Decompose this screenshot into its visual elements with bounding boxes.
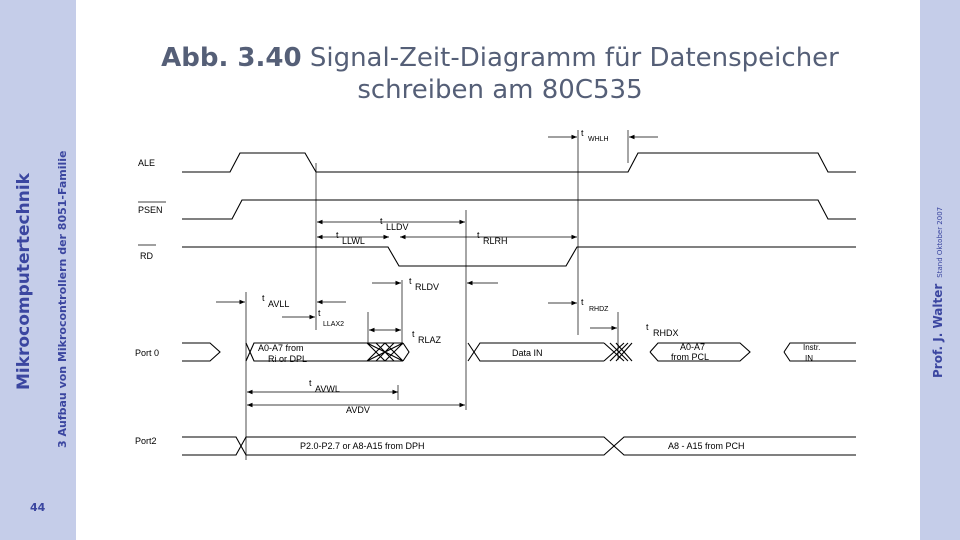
- t-llwl-symbol: t: [336, 230, 339, 240]
- port0-addr-line1: A0-A7 from: [258, 343, 304, 353]
- port0-data-in: Data IN: [512, 348, 543, 358]
- t-rldv-label: RLDV: [415, 282, 439, 292]
- signal-label-rd: RD: [140, 251, 153, 261]
- port0-pcl-line1: A0-A7: [680, 342, 705, 352]
- t-whlh-symbol: t: [581, 128, 584, 138]
- t-rldv-symbol: t: [409, 276, 412, 286]
- port0-instr-line2: IN: [805, 354, 813, 363]
- t-avdv-label: AVDV: [346, 405, 370, 415]
- port2-addr: P2.0-P2.7 or A8-A15 from DPH: [300, 441, 425, 451]
- signal-label-ale: ALE: [138, 158, 155, 168]
- psen-waveform: [182, 199, 856, 220]
- signal-label-port0: Port 0: [135, 348, 159, 358]
- t-rlrh-symbol: t: [477, 230, 480, 240]
- rd-waveform: [182, 246, 856, 267]
- t-avll-symbol: t: [262, 293, 265, 303]
- port2-pch: A8 - A15 from PCH: [668, 441, 745, 451]
- t-rhdz-symbol: t: [581, 297, 584, 307]
- t-rhdz-label: RHDZ: [589, 306, 609, 313]
- slide-title: Abb. 3.40 Signal-Zeit-Diagramm für Daten…: [110, 42, 890, 106]
- ale-waveform: [182, 152, 856, 173]
- t-avll-label: AVLL: [268, 299, 289, 309]
- t-avwl-symbol: t: [309, 378, 312, 388]
- t-rhdx-label: RHDX: [653, 328, 679, 338]
- t-whlh-label: WHLH: [588, 136, 609, 143]
- port0-instr-line1: Instr.: [803, 343, 820, 352]
- t-rlrh-label: RLRH: [483, 236, 508, 246]
- t-rlaz-label: RLAZ: [418, 335, 442, 345]
- t-avwl-label: AVWL: [315, 384, 340, 394]
- port0-pcl-line2: from PCL: [671, 352, 709, 362]
- t-lldv-symbol: t: [380, 216, 383, 226]
- page-number: 44: [30, 501, 46, 514]
- right-sidebar: [920, 0, 960, 540]
- figure-title: Signal-Zeit-Diagramm für Datenspeicher s…: [309, 43, 839, 105]
- t-rhdx-symbol: t: [646, 322, 649, 332]
- signal-label-port2: Port2: [135, 436, 157, 446]
- port0-waveform: [182, 342, 856, 362]
- figure-number: Abb. 3.40: [161, 43, 302, 73]
- t-llax2-label: LLAX2: [323, 321, 344, 328]
- t-llwl-label: LLWL: [342, 236, 365, 246]
- t-rlaz-symbol: t: [412, 329, 415, 339]
- port0-addr-line2: Ri or DPL: [268, 354, 307, 364]
- signal-label-psen: PSEN: [138, 205, 163, 215]
- t-lldv-label: LLDV: [386, 222, 409, 232]
- left-sidebar: [0, 0, 76, 540]
- t-llax2-symbol: t: [318, 308, 321, 318]
- port2-waveform: [182, 436, 856, 456]
